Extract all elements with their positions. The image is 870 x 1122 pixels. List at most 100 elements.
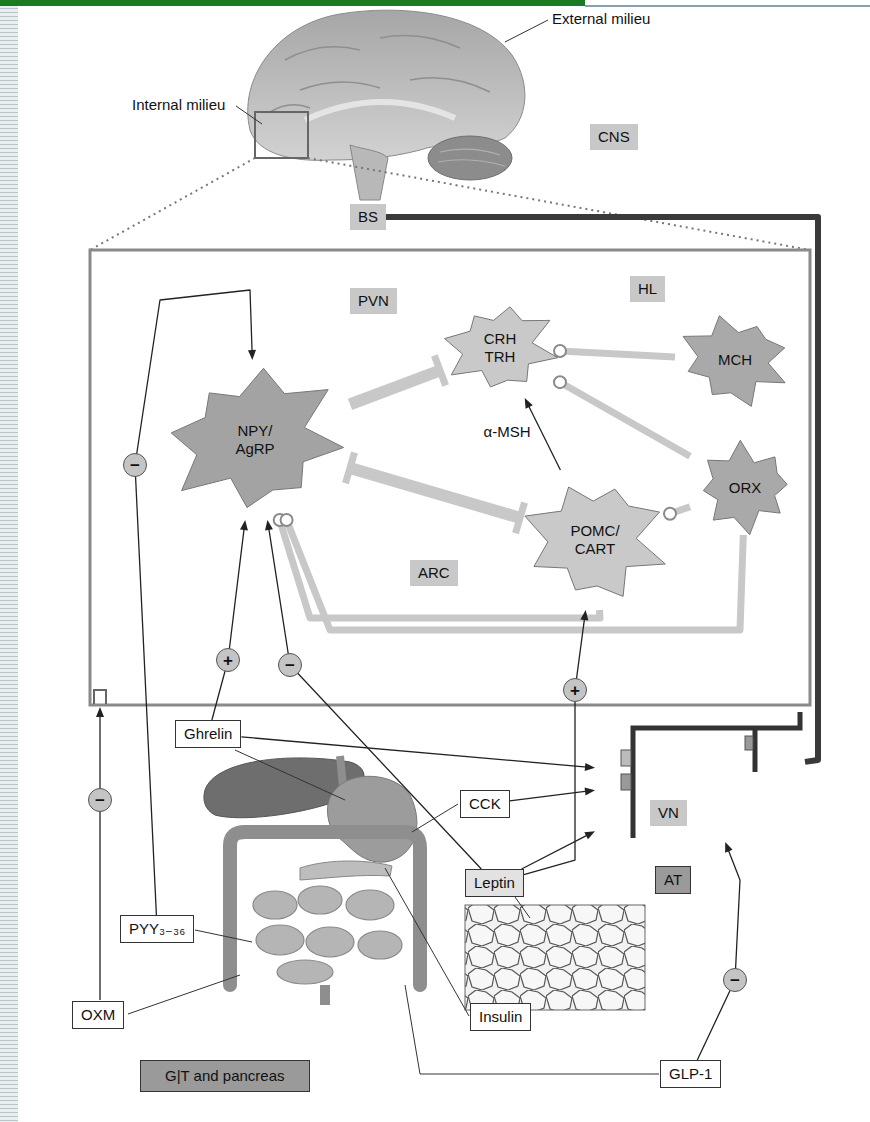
intestine-loop [346,890,394,920]
connector-line [386,217,818,762]
inhibit-head [515,503,524,534]
leader-line [515,897,530,918]
corpus-callosum [305,102,455,120]
leader-lines [128,750,659,1074]
neuron: MCH [675,310,795,410]
region-tag: CNS [590,124,638,150]
synapse-head [554,345,566,357]
connector-line [510,791,587,801]
adipose-tissue [465,905,645,1010]
connector-line [212,528,244,720]
arrow-head [240,520,248,530]
receptor-symbol [621,750,631,766]
connector-line [697,850,740,1061]
leader-line [405,985,659,1074]
connector [265,520,481,869]
sign-label: + [216,648,240,672]
leader-line [505,20,548,42]
arrow-head [265,520,273,530]
leader-line [128,975,240,1014]
sign-label: − [123,453,147,477]
arrow-head [585,787,595,795]
rectum [320,985,330,1005]
connector-line [560,382,690,456]
node-label: MCH [718,351,752,369]
intestine-loop [306,927,354,957]
sign-label: − [88,788,112,812]
node-label: G|T and pancreas [165,1067,285,1085]
arrow-head [525,398,533,409]
sign-label: − [278,653,302,677]
node-label: Insulin [479,1008,522,1026]
neuron-body [445,307,558,387]
leader-line [235,750,345,800]
leader-line [195,930,252,942]
hormone-box: Ghrelin [175,720,241,748]
leader-line [236,106,262,124]
synapse-head [664,508,676,520]
inhibit-head [434,356,445,386]
connector [510,787,595,800]
connector [350,356,446,405]
hormone-arrow [99,716,100,1000]
leader-line [385,868,469,1016]
zoom-line [90,158,255,250]
arrow-head [584,831,595,839]
neuron-body [525,487,665,596]
stomach [328,776,417,862]
neuron-body [703,440,787,534]
connector-line [350,468,520,518]
connector-line [350,371,440,405]
synapse-head [281,514,293,526]
neuron: ORX [690,440,800,535]
connector-line [241,737,587,767]
synapse-head [554,376,566,388]
neuron-body [683,316,785,407]
small-intestine [253,886,402,984]
connector-line [135,290,252,915]
pancreas [300,861,392,880]
arrow-head [96,707,104,717]
node-label: AT [664,871,682,889]
hormone-box: OXM [72,1001,124,1029]
connector [697,842,740,1060]
connector [554,376,690,456]
nerve-shape [595,712,805,842]
connector [522,831,595,869]
node-label: NPY/ AgRP [233,422,278,458]
intestine-loop [358,931,402,959]
arrow-head [585,763,595,771]
vagus-nerve: VN [595,712,805,842]
zoom-frame [255,112,308,158]
node-label: CRH TRH [476,330,524,366]
neuron: CRH TRH [440,298,560,398]
sign-label: − [723,968,747,992]
esophagus [340,756,343,786]
node-label: POMC/ CART [568,522,622,558]
node-label: Ghrelin [184,725,232,743]
intestine-loop [277,960,333,984]
sign-label: + [563,678,587,702]
receptor-symbol [621,774,631,790]
header-bar [0,0,585,6]
node-label: BS [358,208,378,226]
intestine-loop [298,886,342,914]
connector [281,514,744,630]
cerebellum [428,136,512,180]
neuron: POMC/ CART [520,470,670,610]
inhibit-head [345,453,354,484]
region-label: Internal milieu [130,96,227,114]
connector-line [524,618,585,875]
intestine-loop [253,891,297,919]
connector [554,345,675,357]
region-tag: BS [350,204,386,230]
node-label: VN [650,800,687,826]
tissue-tag: AT [655,866,691,894]
nerve-fiber [633,712,800,838]
neuron: NPY/ AgRP [160,360,350,520]
arrow-head [248,350,256,360]
header-line [585,5,870,7]
brainstem [350,145,388,200]
arrow-head [725,842,732,853]
hormone-box: Leptin [465,869,524,897]
